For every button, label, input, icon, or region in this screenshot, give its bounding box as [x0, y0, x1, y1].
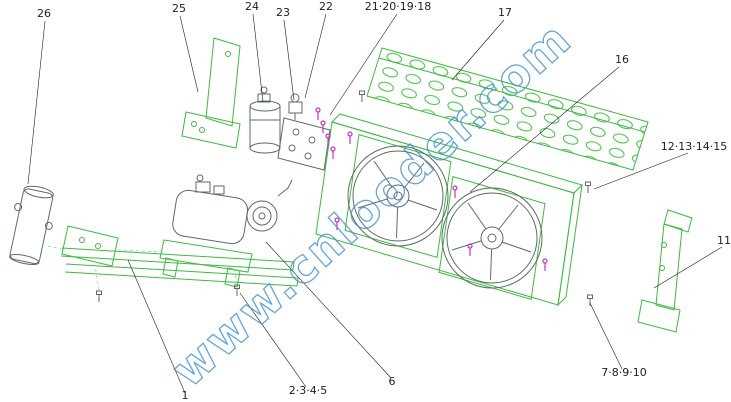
callout-line-12-15 [593, 152, 689, 190]
callout-line-22 [304, 13, 327, 99]
callout-label-7-10: 7·8·9·10 [601, 366, 646, 379]
callout-line-21-18 [329, 13, 398, 116]
connector-plate [277, 117, 331, 171]
assembly-leader-lines [47, 245, 238, 291]
callout-label-12-15: 12·13·14·15 [661, 140, 727, 153]
top-mounting-bracket [181, 37, 241, 149]
receiver-drier [9, 185, 54, 266]
callout-line-11 [653, 246, 723, 289]
callout-line-24 [252, 13, 264, 103]
base-mounting-rails [60, 225, 299, 287]
callout-label-6: 6 [389, 375, 396, 388]
callout-label-11: 11 [717, 234, 731, 247]
screw [334, 217, 340, 230]
screw [347, 131, 353, 144]
screw [452, 185, 458, 198]
grille-panel [366, 47, 649, 171]
callout-line-1 [127, 259, 186, 394]
drier-cylinder [249, 86, 281, 154]
callout-label-21-18: 21·20·19·18 [365, 0, 431, 13]
compressor [172, 174, 293, 245]
screw [467, 243, 473, 256]
screw [325, 133, 331, 146]
callout-line-16 [469, 66, 620, 193]
callout-line-7-10 [589, 302, 623, 370]
callout-line-25 [179, 15, 199, 93]
pressure-switch [288, 93, 303, 120]
callout-label-25: 25 [172, 2, 186, 15]
callout-label-26: 26 [37, 7, 51, 20]
callout-label-1: 1 [182, 389, 189, 402]
callout-label-2-5: 2·3·4·5 [289, 384, 327, 397]
callout-lines-layer [27, 13, 723, 394]
callout-line-23 [283, 19, 295, 101]
green-parts-layer [60, 37, 693, 333]
fan-right [441, 187, 543, 289]
screw [330, 146, 336, 159]
screw [315, 107, 321, 120]
callout-label-24: 24 [245, 0, 259, 13]
screw [320, 120, 326, 133]
right-support-bracket [637, 209, 693, 333]
callout-label-16: 16 [615, 53, 629, 66]
watermark-text: www.cnlooder.com [161, 11, 582, 397]
bolt-fasteners [96, 90, 593, 306]
compressor-bracket [159, 239, 253, 288]
callout-labels-layer: 26 25 24 23 22 21·20·19·18 17 16 12·13·1… [37, 0, 731, 402]
screw [542, 258, 548, 271]
screw-hardware-layer [315, 107, 548, 271]
callout-line-2-5 [239, 292, 307, 388]
callout-line-6 [265, 241, 392, 379]
dark-parts-layer [9, 86, 593, 306]
callout-line-17 [451, 19, 505, 81]
condenser-frame [315, 113, 583, 307]
callout-label-17: 17 [498, 6, 512, 19]
callout-line-26 [27, 20, 46, 185]
fan-left [347, 145, 449, 247]
callout-label-22: 22 [319, 0, 333, 13]
callout-label-23: 23 [276, 6, 290, 19]
